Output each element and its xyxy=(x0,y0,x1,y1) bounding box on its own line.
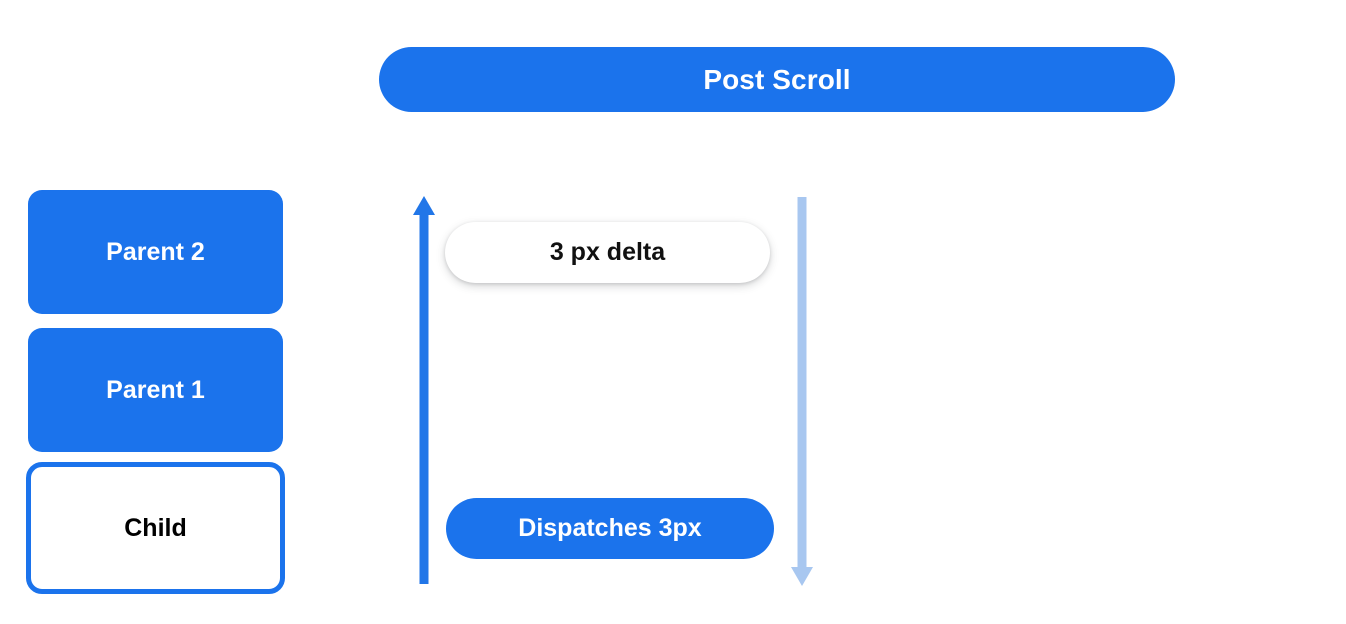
dispatch-pill-label: Dispatches 3px xyxy=(518,514,702,542)
delta-pill-label: 3 px delta xyxy=(549,238,666,266)
arrow-up-head-icon xyxy=(413,196,435,215)
dispatch-pill: Dispatches 3px xyxy=(446,498,774,559)
box-parent-1-label: Parent 1 xyxy=(106,375,205,404)
delta-pill: 3 px delta xyxy=(445,222,770,283)
post-scroll-header-label: Post Scroll xyxy=(703,63,851,95)
scroll-down-arrow-icon xyxy=(786,197,818,586)
box-parent-2-label: Parent 2 xyxy=(106,237,205,266)
box-parent-2: Parent 2 xyxy=(28,190,283,314)
scroll-up-arrow-icon xyxy=(408,196,440,584)
box-parent-1: Parent 1 xyxy=(28,328,283,452)
arrow-down-stem xyxy=(797,197,807,568)
box-child: Child xyxy=(26,462,285,594)
arrow-up-stem xyxy=(419,212,429,584)
post-scroll-header: Post Scroll xyxy=(379,47,1175,112)
arrow-down-head-icon xyxy=(791,567,813,586)
box-child-label: Child xyxy=(124,513,187,542)
